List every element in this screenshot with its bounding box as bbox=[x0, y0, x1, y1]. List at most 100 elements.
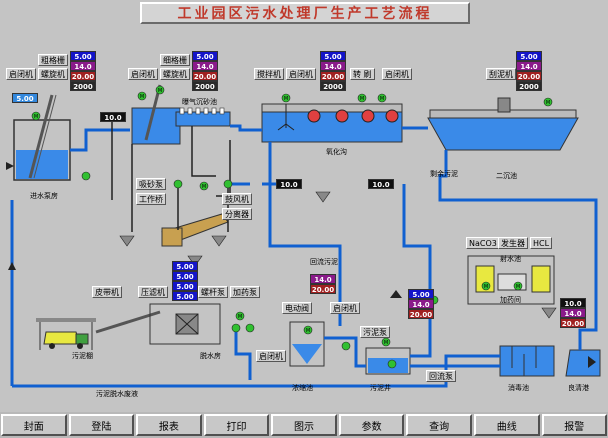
nav-report-button[interactable]: 报表 bbox=[136, 414, 202, 436]
fine-screen-label[interactable]: 细格栅 bbox=[160, 54, 190, 66]
svg-text:M: M bbox=[238, 314, 242, 320]
nav-curve-button[interactable]: 曲线 bbox=[473, 414, 540, 436]
dewater-value-4: 5.00 bbox=[172, 291, 198, 301]
filter-press-label[interactable]: 压滤机 bbox=[138, 286, 168, 298]
ditch-value-3: 20.00 bbox=[320, 71, 346, 81]
flow-arrows bbox=[6, 162, 596, 368]
outlet-caption: 良清港 bbox=[568, 384, 589, 392]
filtrate-caption: 污泥脱水废液 bbox=[96, 390, 138, 398]
mixer-label[interactable]: 搅拌机 bbox=[254, 68, 284, 80]
svg-text:M: M bbox=[202, 184, 206, 190]
screen-value-4: 2000 bbox=[70, 81, 96, 91]
nav-alarm-button[interactable]: 报警 bbox=[541, 414, 608, 436]
oxidation-ditch-caption: 氧化沟 bbox=[326, 148, 347, 156]
svg-text:M: M bbox=[360, 96, 364, 102]
blower-label[interactable]: 鼓风机 bbox=[222, 193, 252, 205]
sand-pump-label[interactable]: 吸砂泵 bbox=[136, 178, 166, 190]
svg-text:M: M bbox=[516, 284, 520, 290]
secondary-clarifier-caption: 二沉池 bbox=[496, 172, 517, 180]
sludge-shed-shape bbox=[36, 310, 161, 350]
svg-text:M: M bbox=[484, 284, 488, 290]
dewatering-house-caption: 脱水房 bbox=[200, 352, 221, 360]
gate-label-2[interactable]: 启闭机 bbox=[128, 68, 158, 80]
dewatering-house-shape bbox=[149, 303, 221, 345]
nav-cover-button[interactable]: 封面 bbox=[1, 414, 67, 436]
well-value-3: 20.00 bbox=[408, 309, 434, 319]
return-value-1: 14.0 bbox=[310, 274, 336, 284]
generator-label[interactable]: 发生器 bbox=[498, 237, 528, 249]
screw-pump-label[interactable]: 螺杆泵 bbox=[198, 286, 228, 298]
return-pump-label[interactable]: 回流泵 bbox=[426, 370, 456, 382]
scraper-label[interactable]: 刮泥机 bbox=[486, 68, 516, 80]
clarifier-value-2: 14.0 bbox=[516, 61, 542, 71]
brush-label[interactable]: 转 刷 bbox=[350, 68, 375, 80]
dewater-value-3: 5.00 bbox=[172, 281, 198, 291]
page-title: 工业园区污水处理厂生产工艺流程 bbox=[177, 6, 433, 22]
sludge-pump-label[interactable]: 污泥泵 bbox=[360, 326, 390, 338]
screen-value-3: 20.00 bbox=[70, 71, 96, 81]
svg-text:M: M bbox=[284, 96, 288, 102]
screen-value-2: 14.0 bbox=[70, 61, 96, 71]
thickener-caption: 浓缩池 bbox=[292, 384, 313, 392]
gate-label-4[interactable]: 启闭机 bbox=[382, 68, 412, 80]
clarifier-value-1: 5.00 bbox=[516, 51, 542, 61]
svg-text:M: M bbox=[158, 88, 162, 94]
dosing-pump-label[interactable]: 加药泵 bbox=[230, 286, 260, 298]
separator-label[interactable]: 分离器 bbox=[222, 208, 252, 220]
sludge-shed-caption: 污泥棚 bbox=[72, 352, 93, 360]
ditch-value-1: 5.00 bbox=[320, 51, 346, 61]
fine-screen-value-4: 2000 bbox=[192, 81, 218, 91]
return-value-2: 20.00 bbox=[310, 284, 336, 294]
fine-screen-value-2: 14.0 bbox=[192, 61, 218, 71]
clarifier-value-3: 20.00 bbox=[516, 71, 542, 81]
gate-label-6[interactable]: 启闭机 bbox=[256, 350, 286, 362]
belt-machine-label[interactable]: 皮带机 bbox=[92, 286, 122, 298]
dosing-room-caption: 加药间 bbox=[500, 296, 521, 304]
nav-diagram-button[interactable]: 图示 bbox=[271, 414, 337, 436]
bottom-navigation: 封面 登陆 报表 打印 图示 参数 查询 曲线 报警 bbox=[0, 412, 608, 438]
nav-print-button[interactable]: 打印 bbox=[203, 414, 270, 436]
bridge-label[interactable]: 工作桥 bbox=[136, 193, 166, 205]
coarse-screen-label[interactable]: 粗格栅 bbox=[38, 54, 68, 66]
sludge-well-shape bbox=[365, 347, 411, 375]
nav-params-button[interactable]: 参数 bbox=[338, 414, 405, 436]
hcl-label[interactable]: HCL bbox=[530, 237, 553, 249]
oxidation-ditch-shape bbox=[261, 103, 403, 143]
naco3-label[interactable]: NaCO3 bbox=[466, 237, 500, 249]
svg-text:M: M bbox=[380, 96, 384, 102]
gate-label-1[interactable]: 启闭机 bbox=[6, 68, 36, 80]
outlet-value-1: 14.0 bbox=[560, 308, 586, 318]
ditch-value-2: 14.0 bbox=[320, 61, 346, 71]
svg-text:M: M bbox=[140, 94, 144, 100]
title-banner: 工业园区污水处理厂生产工艺流程 bbox=[140, 2, 470, 24]
secondary-clarifier-shape bbox=[427, 97, 579, 151]
nav-query-button[interactable]: 查询 bbox=[406, 414, 472, 436]
return-level-value: 10.0 bbox=[276, 179, 302, 189]
disinfection-pool-shape bbox=[499, 345, 601, 377]
svg-text:M: M bbox=[34, 114, 38, 120]
screen-value-1: 5.00 bbox=[70, 51, 96, 61]
inlet-pump-room-shape bbox=[13, 94, 71, 181]
svg-text:M: M bbox=[384, 340, 388, 346]
electric-valve-label[interactable]: 电动阀 bbox=[282, 302, 312, 314]
tank-caption: 射水池 bbox=[500, 255, 521, 263]
nav-login-button[interactable]: 登陆 bbox=[68, 414, 135, 436]
outlet-value-2: 20.00 bbox=[560, 318, 586, 328]
fine-screen-value-3: 20.00 bbox=[192, 71, 218, 81]
outlet-level-value: 10.0 bbox=[560, 298, 586, 308]
dewater-value-1: 5.00 bbox=[172, 261, 198, 271]
pump-icons bbox=[81, 171, 439, 369]
gate-label-5[interactable]: 启闭机 bbox=[330, 302, 360, 314]
disinfection-pool-caption: 消毒池 bbox=[508, 384, 529, 392]
conveyor-label-2[interactable]: 螺旋机 bbox=[160, 68, 190, 80]
fine-screen-value-1: 5.00 bbox=[192, 51, 218, 61]
gate-label-3[interactable]: 启闭机 bbox=[286, 68, 316, 80]
excess-sludge-caption: 剩余污泥 bbox=[430, 170, 458, 178]
conveyor-label-1[interactable]: 螺旋机 bbox=[38, 68, 68, 80]
grit-chamber-caption: 曝气沉砂池 bbox=[182, 98, 217, 106]
motor-icons: M M M M M M M M M M M M M bbox=[31, 85, 553, 347]
svg-text:M: M bbox=[546, 100, 550, 106]
well-value-1: 5.00 bbox=[408, 289, 434, 299]
grit-chamber-shape bbox=[131, 84, 231, 145]
svg-text:M: M bbox=[306, 328, 310, 334]
